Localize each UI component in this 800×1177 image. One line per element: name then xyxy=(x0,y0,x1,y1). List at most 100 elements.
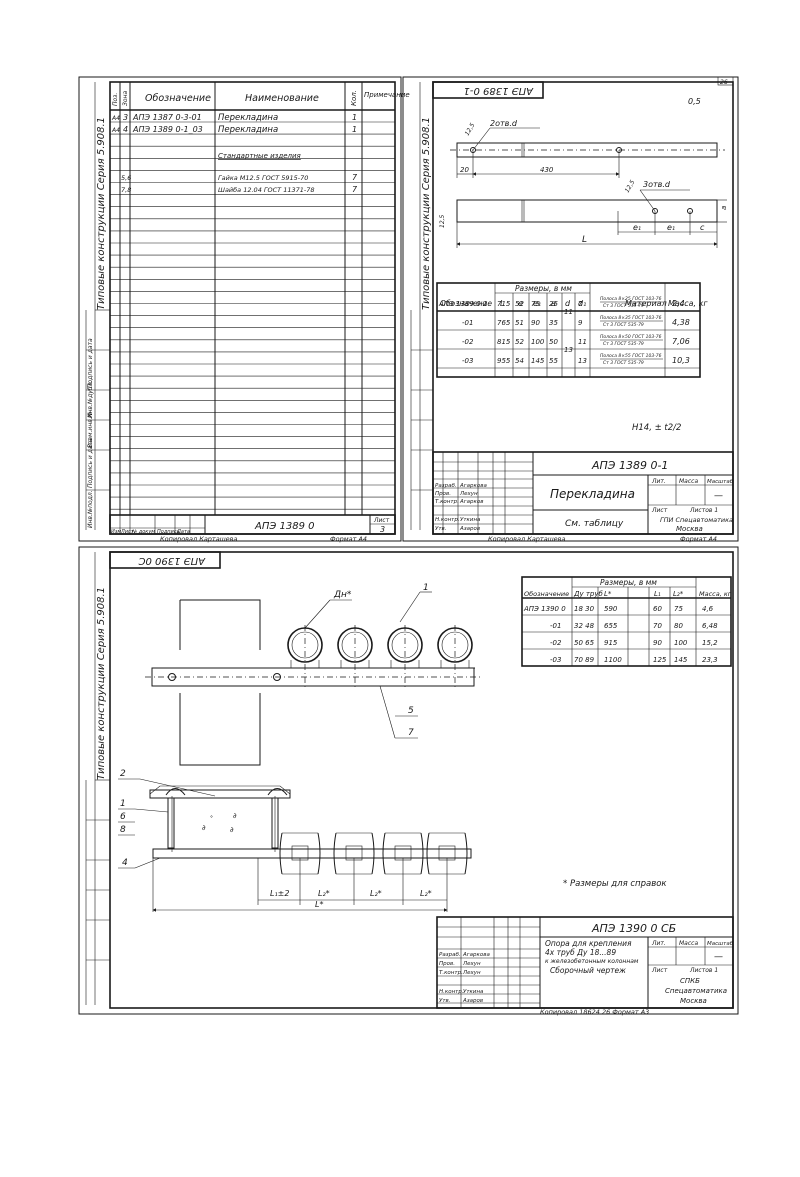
cell-du: 32 48 xyxy=(574,622,595,630)
cell-du: 70 89 xyxy=(574,656,595,664)
sheet3-title-code: АПЭ 1390 0 СБ xyxy=(591,922,676,935)
sheet2-title-code: АПЭ 1389 0-1 xyxy=(591,459,668,472)
cell-L: 955 xyxy=(497,357,511,365)
spec-head-note: Примечание xyxy=(364,91,410,99)
sheet2-title-block: АПЭ 1389 0-1 Перекладина См. таблицу Лит… xyxy=(432,451,734,535)
sheet2-sheets-label: Листов 1 xyxy=(689,507,718,514)
sheet2-person-role: Пров. xyxy=(435,491,451,497)
sheet2-mass-label: Масса xyxy=(679,478,698,485)
spec-row-name: Шайба 12.04 ГОСТ 11371-78 xyxy=(218,186,315,194)
cell-code: -02 xyxy=(550,639,562,647)
cell-L2: 100 xyxy=(674,639,688,647)
table-header: e₁ xyxy=(533,299,541,308)
dim-e1-a: e₁ xyxy=(633,223,641,232)
cell-material-bottom: Ст 3 ГОСТ 535-79 xyxy=(603,341,644,347)
sheet2-top-code: АПЭ 1389 0-1 xyxy=(464,85,534,96)
spec-row-designation: АПЭ 1387 0-3-01 xyxy=(132,113,202,122)
callout-2: 1 xyxy=(120,799,126,809)
dim-c: c xyxy=(700,223,705,232)
sheet2-title-material: См. таблицу xyxy=(565,519,624,529)
callout-5: 5 xyxy=(408,706,414,716)
cell-material-top: Полоса 8×50 ГОСТ 103-76 xyxy=(600,334,662,340)
cell-L2: 80 xyxy=(674,622,683,630)
spec-row-qty: 7 xyxy=(352,173,358,182)
spec-head-designation: Обозначение xyxy=(145,93,211,104)
cell-material-top: Полоса 8×55 ГОСТ 103-76 xyxy=(600,353,662,359)
strip-label-3: Взам.инв.№ xyxy=(87,411,94,448)
sheet-1-specification: Типовые конструкции Серия 5.908.1 Инв.№п… xyxy=(78,76,410,543)
sheet3-sheet-label: Лист xyxy=(651,967,668,974)
cell-material-bottom: Ст 3 ГОСТ 535-79 xyxy=(603,360,644,366)
spec-head-poz: Поз. xyxy=(112,93,119,106)
spec-row: 4 А4 АПЭ 1389 0-1_03 Перекладина 1 xyxy=(111,125,357,135)
callout-dn: Дн* xyxy=(333,590,352,600)
spec-row-qty: 7 xyxy=(352,185,358,194)
sheet3-mass-label: Масса xyxy=(679,940,698,947)
dim-20: 20 xyxy=(460,166,469,174)
cell-material-top: Полоса 8×25 ГОСТ 103-76 xyxy=(600,296,662,302)
pipe-clamp xyxy=(335,625,375,690)
sheet2-roughness: 0,5 xyxy=(688,97,701,106)
table-header: e xyxy=(518,299,523,308)
cell-d1: 7 xyxy=(578,300,583,308)
cell-e: 54 xyxy=(515,357,524,365)
cell-L1: 90 xyxy=(653,639,662,647)
cell-a: 50 xyxy=(549,338,558,346)
sheet2-person-name: Азаров xyxy=(459,526,480,532)
spec-row: 5,6 Гайка М12.5 ГОСТ 5915-70 7 xyxy=(121,173,358,182)
cell-d1: 13 xyxy=(578,357,587,365)
sheet3-lit-label: Лит. xyxy=(651,940,666,947)
table-header: L₂* xyxy=(673,590,684,598)
cell-code: -03 xyxy=(462,357,473,365)
cell-code: -01 xyxy=(550,622,561,630)
sheet2-person-name: Уткина xyxy=(460,517,481,523)
table-header: L* xyxy=(604,590,612,598)
two-holes-label: 2отв.d xyxy=(490,119,518,128)
sheet3-footer: Копировал 18624 26 Формат А3 xyxy=(540,1008,649,1016)
spec-row-poz: 7,8 xyxy=(121,186,131,194)
stamp-head-list: Лист xyxy=(120,529,135,535)
sheet2-org-name: ГПИ Спецавтоматика xyxy=(660,516,733,524)
sheet1-sheet-label: Лист xyxy=(373,517,390,524)
cell-L2: 75 xyxy=(674,605,683,613)
sheet3-person-name: Лехун xyxy=(462,970,481,976)
sheet3-top-code: АПЭ 1390 0С xyxy=(138,555,206,566)
spec-row-poz: 5,6 xyxy=(121,174,131,182)
sheet2-person-role: Т.контр. xyxy=(435,499,459,505)
spec-row-qty: 1 xyxy=(352,125,357,134)
callout-1: 1 xyxy=(423,583,429,593)
cell-a: 55 xyxy=(549,357,558,365)
cell-mass: 2,4 xyxy=(672,299,685,308)
cell-mass: 4,6 xyxy=(702,605,714,613)
mark-o-3: ∂ xyxy=(230,826,234,834)
stamp-head-sign: Подпись xyxy=(157,529,180,535)
cell-e: 51 xyxy=(515,319,524,327)
cell-material-bottom: Ст 3 ГОСТ 535-79 xyxy=(603,303,644,309)
mark-o-4: ° xyxy=(210,815,213,822)
dim-e1-b: e₁ xyxy=(667,223,675,232)
cell-e1: 90 xyxy=(531,319,540,327)
sheet1-side-title: Типовые конструкции Серия 5.908.1 xyxy=(96,117,107,310)
table-header: a xyxy=(551,299,556,308)
pipe-clamp xyxy=(435,625,475,690)
pipe-section xyxy=(382,832,424,875)
sheet1-sheet-number: 3 xyxy=(380,525,385,534)
cell-mass: 6,48 xyxy=(702,622,718,630)
cell-L: 765 xyxy=(497,319,511,327)
callout-7: 7 xyxy=(408,728,414,738)
mark-o-1: ∂ xyxy=(233,812,237,820)
cell-code: -01 xyxy=(462,319,473,327)
sheet2-person-role: Утв. xyxy=(435,526,447,532)
sheet3-person-role: Утв. xyxy=(439,998,451,1004)
pipe-clamp xyxy=(285,625,325,690)
sheet-3-assembly: Типовые конструкции Серия 5.908.1 АПЭ 13… xyxy=(78,546,739,1016)
sheet2-person-role: Н.контр. xyxy=(435,517,460,523)
spec-row-zone: А4 xyxy=(111,127,120,134)
